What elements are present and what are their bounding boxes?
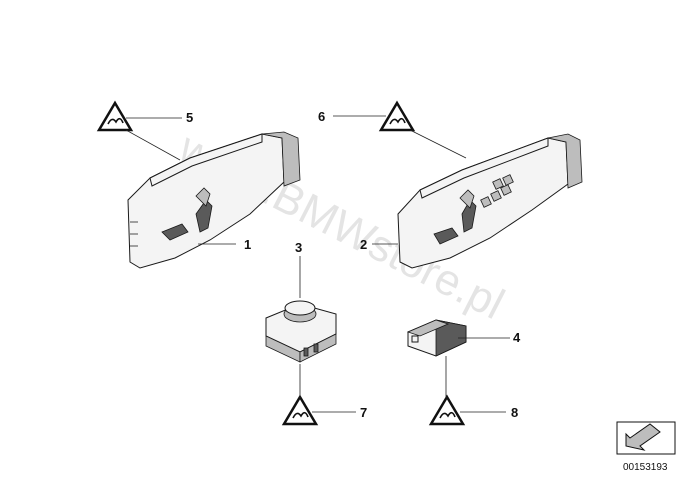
esd-warning-triangle-icon <box>378 100 416 132</box>
callout-7: 7 <box>360 405 367 420</box>
rotary-switch[interactable] <box>265 300 337 363</box>
small-switch-block[interactable] <box>406 319 467 357</box>
callout-6: 6 <box>318 109 325 124</box>
seat-switch-panel-left[interactable] <box>127 131 301 269</box>
catalog-number: 00153193 <box>623 462 668 473</box>
callout-4: 4 <box>513 330 521 345</box>
callout-3: 3 <box>295 240 302 255</box>
callout-1: 1 <box>244 237 251 252</box>
seat-switch-panel-right[interactable] <box>397 133 583 269</box>
arrow-navigation-icon[interactable] <box>616 421 676 455</box>
callout-5: 5 <box>186 110 193 125</box>
callout-8: 8 <box>511 405 518 420</box>
callout-2: 2 <box>360 237 367 252</box>
esd-warning-triangle-icon <box>281 394 319 426</box>
esd-warning-triangle-icon <box>96 100 134 132</box>
esd-warning-triangle-icon <box>428 394 466 426</box>
